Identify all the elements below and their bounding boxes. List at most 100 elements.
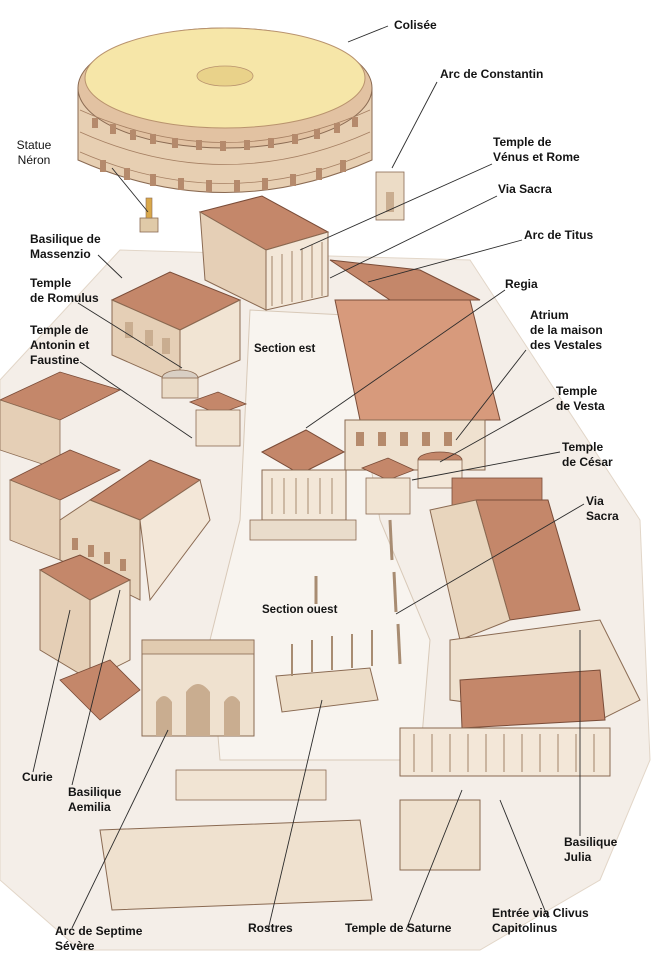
label-arc-septime: Arc de Septime Sévère bbox=[55, 924, 142, 954]
rostres bbox=[275, 630, 379, 713]
label-temple-cesar: Temple de César bbox=[562, 440, 613, 470]
basilique-julia bbox=[399, 499, 641, 777]
statue-neron bbox=[139, 197, 159, 233]
curie bbox=[38, 554, 141, 721]
label-arc-titus-text: Arc de Titus bbox=[524, 228, 594, 242]
label-statue-neron-l1: Statue bbox=[16, 138, 52, 152]
arc-septime-severe bbox=[141, 639, 255, 737]
label-entree-clivus-l2: Capitolinus bbox=[492, 921, 558, 935]
label-atrium-l2: de la maison bbox=[530, 323, 603, 337]
label-basilique-aemilia: Basilique Aemilia bbox=[68, 785, 121, 815]
label-temple-romulus: Temple de Romulus bbox=[30, 276, 99, 306]
label-basilique-julia-l2: Julia bbox=[564, 850, 592, 864]
label-basilique-aemilia-l2: Aemilia bbox=[68, 800, 111, 814]
regia-temple bbox=[249, 429, 357, 541]
label-temple-antonin-l1: Temple de bbox=[30, 323, 89, 337]
label-basilique-julia-l1: Basilique bbox=[564, 835, 618, 849]
label-arc-septime-l2: Sévère bbox=[55, 939, 95, 953]
label-temple-antonin-l3: Faustine bbox=[30, 353, 80, 367]
label-temple-vesta-l2: de Vesta bbox=[556, 399, 605, 413]
leader-temple-venus bbox=[299, 163, 493, 251]
leader-entree-clivus bbox=[499, 799, 549, 919]
leader-temple-cesar bbox=[411, 451, 561, 481]
label-section-ouest-text: Section ouest bbox=[262, 604, 338, 616]
label-temple-romulus-l1: Temple bbox=[30, 276, 72, 290]
leader-colisee bbox=[347, 25, 389, 43]
label-entree-clivus-l1: Entrée via Clivus bbox=[492, 906, 589, 920]
leader-temple-antonin bbox=[79, 361, 193, 439]
label-rostres-text: Rostres bbox=[248, 921, 293, 935]
label-temple-saturne: Temple de Saturne bbox=[345, 921, 451, 936]
label-basilique-massenzio-l2: Massenzio bbox=[30, 247, 91, 261]
label-statue-neron-l2: Néron bbox=[17, 153, 51, 167]
label-section-ouest: Section ouest bbox=[262, 603, 337, 618]
label-via-sacra-top: Via Sacra bbox=[498, 182, 552, 197]
label-temple-vesta: Temple de Vesta bbox=[556, 384, 605, 414]
temple-romulus bbox=[161, 369, 199, 399]
temple-saturne bbox=[99, 769, 481, 911]
label-basilique-aemilia-l1: Basilique bbox=[68, 785, 122, 799]
leader-basilique-massenzio bbox=[97, 254, 123, 279]
label-colisee-text: Colisée bbox=[394, 18, 437, 32]
leader-arc-titus bbox=[367, 239, 523, 283]
temple-antonin-faustine bbox=[188, 391, 248, 447]
left-buildings bbox=[0, 371, 122, 561]
label-temple-cesar-l2: de César bbox=[562, 455, 613, 469]
label-statue-neron: Statue Néron bbox=[12, 138, 56, 168]
label-atrium-l3: des Vestales bbox=[530, 338, 603, 352]
basilique-massenzio bbox=[110, 271, 242, 386]
leader-temple-saturne bbox=[405, 789, 463, 931]
label-section-est-text: Section est bbox=[254, 343, 316, 355]
label-temple-romulus-l2: de Romulus bbox=[30, 291, 99, 305]
leader-curie bbox=[32, 609, 71, 773]
leader-atrium bbox=[455, 349, 527, 441]
label-temple-cesar-l1: Temple bbox=[562, 440, 604, 454]
temple-vesta bbox=[417, 451, 463, 489]
leader-basilique-aemilia bbox=[71, 589, 121, 786]
leader-rostres bbox=[267, 699, 323, 931]
label-via-sacra-right-l2: Sacra bbox=[586, 509, 619, 523]
label-temple-venus-l2: Vénus et Rome bbox=[493, 150, 580, 164]
label-arc-constantin-text: Arc de Constantin bbox=[440, 67, 544, 81]
label-atrium-l1: Atrium bbox=[530, 308, 569, 322]
label-basilique-massenzio-l1: Basilique de bbox=[30, 232, 101, 246]
label-via-sacra-right: Via Sacra bbox=[586, 494, 619, 524]
leader-via-sacra-top bbox=[329, 195, 498, 279]
label-curie-text: Curie bbox=[22, 770, 53, 784]
leader-statue-neron bbox=[111, 167, 149, 213]
leader-arc-septime bbox=[71, 729, 169, 929]
label-temple-vesta-l1: Temple bbox=[556, 384, 598, 398]
label-temple-venus-l1: Temple de bbox=[493, 135, 552, 149]
label-basilique-massenzio: Basilique de Massenzio bbox=[30, 232, 101, 262]
label-arc-septime-l1: Arc de Septime bbox=[55, 924, 143, 938]
label-arc-titus: Arc de Titus bbox=[524, 228, 593, 243]
label-via-sacra-top-text: Via Sacra bbox=[498, 182, 552, 196]
right-buildings bbox=[329, 259, 501, 471]
leader-temple-vesta bbox=[439, 397, 555, 463]
label-atrium-vestales: Atrium de la maison des Vestales bbox=[530, 308, 603, 353]
arc-constantin bbox=[375, 171, 405, 221]
via-sacra-columns bbox=[314, 519, 402, 665]
label-basilique-julia: Basilique Julia bbox=[564, 835, 617, 865]
leader-via-sacra-right bbox=[395, 503, 585, 615]
label-rostres: Rostres bbox=[248, 921, 293, 936]
label-colisee: Colisée bbox=[394, 18, 437, 33]
temple-venus-rome bbox=[198, 195, 330, 311]
label-temple-antonin-l2: Antonin et bbox=[30, 338, 90, 352]
leader-arc-constantin bbox=[391, 81, 438, 169]
leader-temple-romulus bbox=[77, 302, 183, 369]
label-via-sacra-right-l1: Via bbox=[586, 494, 604, 508]
label-regia: Regia bbox=[505, 277, 538, 292]
label-temple-saturne-text: Temple de Saturne bbox=[345, 921, 452, 935]
leader-regia bbox=[305, 289, 506, 429]
label-curie: Curie bbox=[22, 770, 53, 785]
label-temple-venus-rome: Temple de Vénus et Rome bbox=[493, 135, 580, 165]
label-temple-antonin: Temple de Antonin et Faustine bbox=[30, 323, 89, 368]
label-entree-clivus: Entrée via Clivus Capitolinus bbox=[492, 906, 589, 936]
colosseum bbox=[77, 27, 373, 193]
label-arc-constantin: Arc de Constantin bbox=[440, 67, 543, 82]
label-section-est: Section est bbox=[254, 342, 315, 357]
